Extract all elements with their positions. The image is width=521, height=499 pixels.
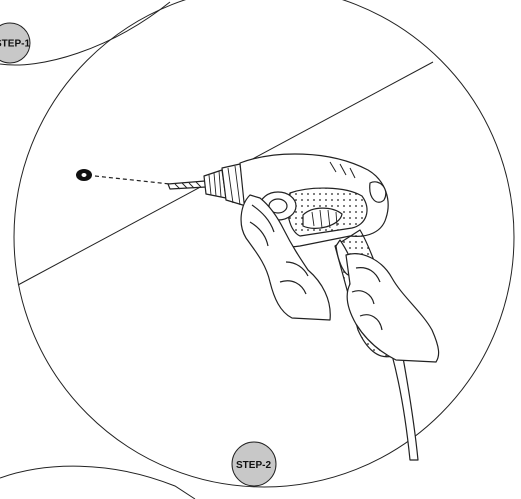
step-1-label: STEP-1 (0, 39, 30, 50)
power-drill-in-hands-icon (168, 154, 439, 460)
alignment-dashed-line (95, 176, 170, 184)
step-2-badge: STEP-2 (232, 442, 276, 486)
step-2-label: STEP-2 (236, 460, 271, 471)
drill-target-dot-icon (76, 169, 92, 181)
step-1-badge: STEP-1 (0, 23, 30, 63)
next-step-circle-arc (0, 466, 195, 499)
